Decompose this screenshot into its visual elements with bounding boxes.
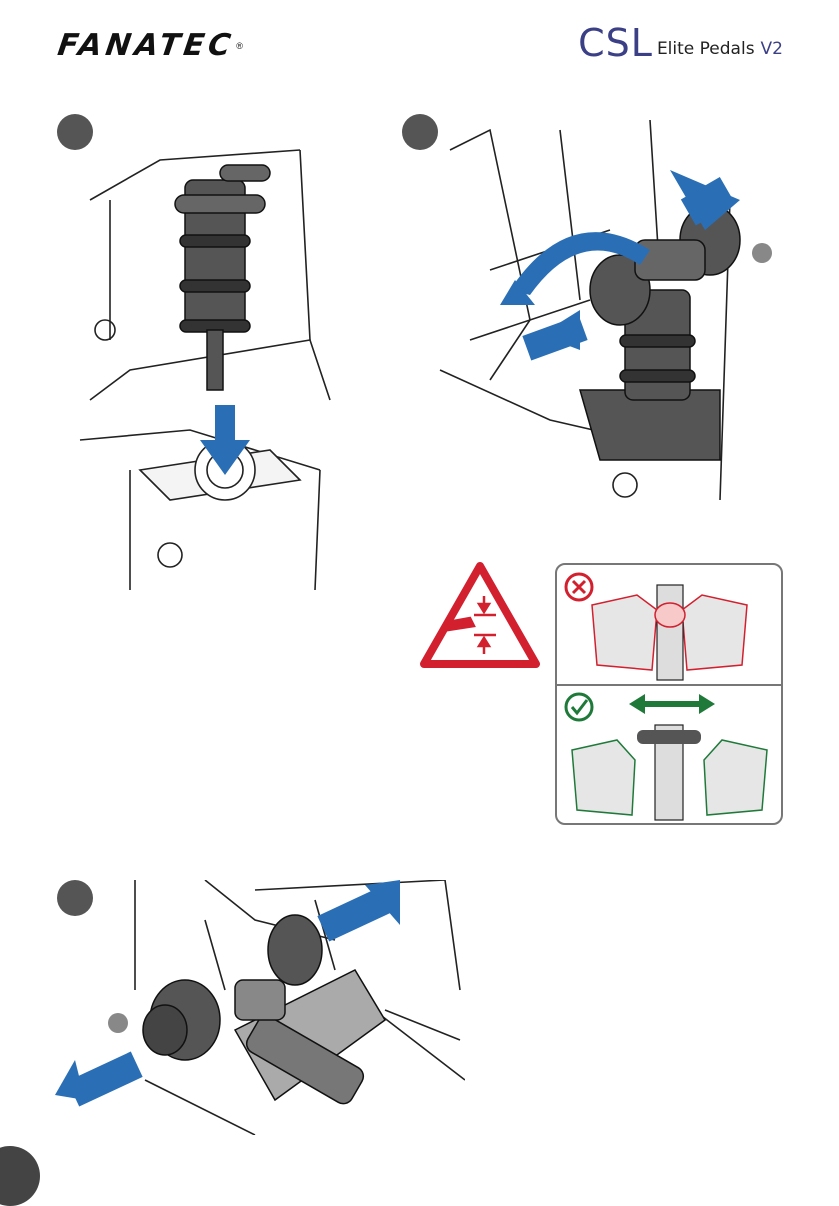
pinch-warning-icon <box>418 560 542 670</box>
check-circle-icon <box>566 694 592 720</box>
double-arrow-icon <box>629 694 715 714</box>
small-marker-a <box>752 243 772 263</box>
product-sub: Elite Pedals <box>657 39 755 59</box>
brand-text: FANATEC <box>56 28 237 63</box>
product-version: V2 <box>761 39 783 59</box>
fanatec-logo: FANATEC® <box>58 28 308 62</box>
illustration-step-1 <box>70 140 340 600</box>
illustration-step-2 <box>430 120 750 520</box>
product-main: CSL <box>578 24 653 62</box>
product-title: CSL Elite Pedals V2 <box>578 22 783 62</box>
grip-comparison-panel <box>555 563 783 825</box>
page-number-tab <box>0 1146 40 1206</box>
brand-mark: ® <box>236 41 243 51</box>
illustration-step-3 <box>55 880 465 1135</box>
